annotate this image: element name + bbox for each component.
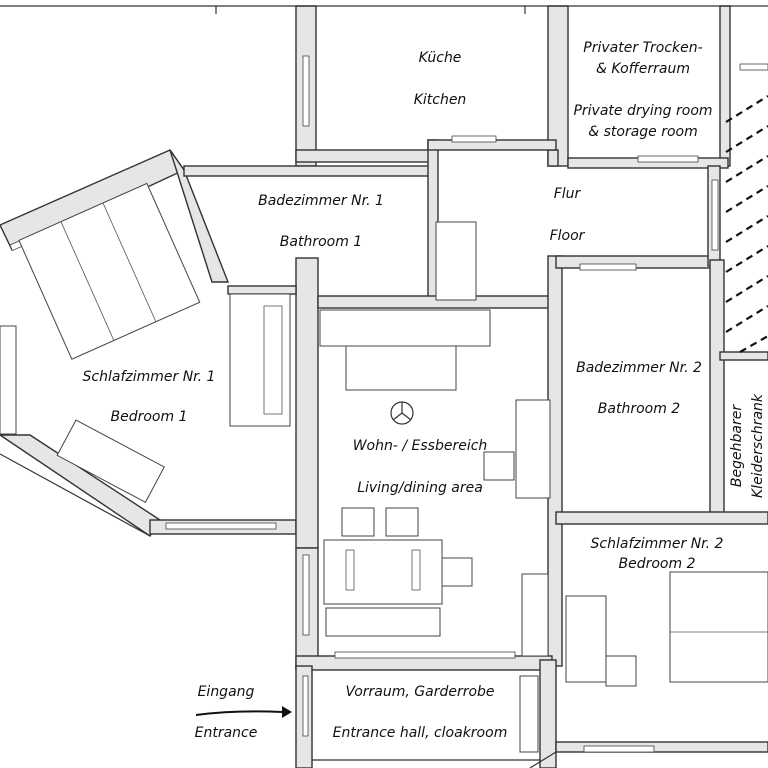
bathtub-bathroom-1 bbox=[229, 293, 291, 427]
kitchenette-island bbox=[345, 345, 457, 391]
label-kitchen-en: Kitchen bbox=[414, 92, 467, 108]
label-drying-en-2: & storage room bbox=[588, 124, 698, 140]
bed2-sw-line bbox=[529, 751, 557, 768]
wall-bed2-south bbox=[555, 741, 768, 753]
wall-living-west bbox=[295, 257, 319, 549]
label-bath2-en: Bathroom 2 bbox=[598, 401, 681, 417]
wall-entrance-east bbox=[539, 659, 557, 768]
label-drying-de-1: Privater Trocken- bbox=[583, 40, 702, 56]
desk-bedroom-2 bbox=[565, 595, 607, 683]
label-bed1-en: Bedroom 1 bbox=[111, 409, 188, 425]
desk-bedroom-1 bbox=[56, 419, 165, 503]
furniture bbox=[0, 182, 768, 753]
wall-drying-east bbox=[719, 5, 731, 167]
window-bed2 bbox=[583, 745, 655, 753]
window-hall-east bbox=[711, 179, 719, 251]
sideboard-living bbox=[515, 399, 551, 499]
ceiling-light-icon bbox=[390, 401, 414, 425]
wall-bath2-south bbox=[555, 511, 768, 525]
label-entrance-de: Eingang bbox=[198, 684, 255, 700]
chair-3 bbox=[441, 557, 473, 587]
label-closet-de-1: Begehbarer bbox=[729, 404, 745, 487]
window-living-west bbox=[302, 554, 310, 636]
window-drying bbox=[739, 63, 768, 71]
chair-bedroom-2 bbox=[605, 655, 637, 687]
chair-1 bbox=[341, 507, 375, 537]
room-labels: Küche Kitchen Privater Trocken- & Koffer… bbox=[83, 40, 766, 741]
window-drying-south bbox=[637, 155, 699, 163]
label-drying-de-2: & Kofferraum bbox=[596, 61, 690, 77]
label-living-en: Living/dining area bbox=[357, 480, 483, 496]
wall-bed1-ne bbox=[169, 149, 230, 283]
label-bed1-de: Schlafzimmer Nr. 1 bbox=[83, 369, 216, 385]
label-living-de: Wohn- / Essbereich bbox=[353, 438, 488, 454]
label-bath1-en: Bathroom 1 bbox=[280, 234, 362, 250]
wall-kitchen-south bbox=[295, 149, 437, 163]
dining-table bbox=[323, 539, 443, 605]
arrow-right-icon bbox=[195, 706, 292, 718]
kitchenette-counter bbox=[319, 309, 491, 347]
label-bed2-de: Schlafzimmer Nr. 2 bbox=[591, 536, 724, 552]
label-bath2-de: Badezimmer Nr. 2 bbox=[576, 360, 702, 376]
wall-closet-north bbox=[719, 351, 768, 361]
wall-kitchen-se bbox=[547, 149, 559, 167]
bed1-outer-line bbox=[0, 453, 151, 537]
dashed-stair-lines bbox=[725, 95, 768, 353]
window-kitchen bbox=[302, 55, 310, 127]
shelf-hall bbox=[435, 221, 477, 301]
label-hall-en: Floor bbox=[550, 228, 586, 244]
label-entrance-hall-en: Entrance hall, cloakroom bbox=[333, 725, 508, 741]
label-entrance-en: Entrance bbox=[195, 725, 258, 741]
walls bbox=[0, 5, 768, 768]
label-closet-de-2: Kleiderschrank bbox=[750, 393, 766, 498]
window-bed1 bbox=[165, 522, 277, 530]
wall-bath2-east bbox=[709, 259, 725, 523]
window-living-south bbox=[334, 651, 516, 659]
label-kitchen-de: Küche bbox=[419, 50, 462, 66]
window-hall bbox=[451, 135, 497, 143]
window-bath2 bbox=[579, 263, 637, 271]
wardrobe-bedroom-2 bbox=[521, 573, 549, 657]
wall-bath1-south bbox=[227, 285, 297, 295]
wall-bath1-north bbox=[183, 165, 435, 177]
label-hall-de: Flur bbox=[554, 186, 582, 202]
window-entrance bbox=[302, 675, 309, 737]
bed-bedroom-1 bbox=[18, 182, 201, 360]
side-table-living bbox=[483, 451, 515, 481]
label-entrance-hall-de: Vorraum, Garderrobe bbox=[345, 684, 494, 700]
label-bath1-de: Badezimmer Nr. 1 bbox=[258, 193, 384, 209]
bench-living bbox=[325, 607, 441, 637]
wardrobe-bedroom-1 bbox=[0, 325, 17, 435]
bed-bedroom-2 bbox=[669, 571, 768, 683]
chair-2 bbox=[385, 507, 419, 537]
cabinet-entrance bbox=[519, 675, 539, 753]
label-drying-en-1: Private drying room bbox=[573, 103, 712, 119]
label-bed2-en: Bedroom 2 bbox=[619, 556, 696, 572]
